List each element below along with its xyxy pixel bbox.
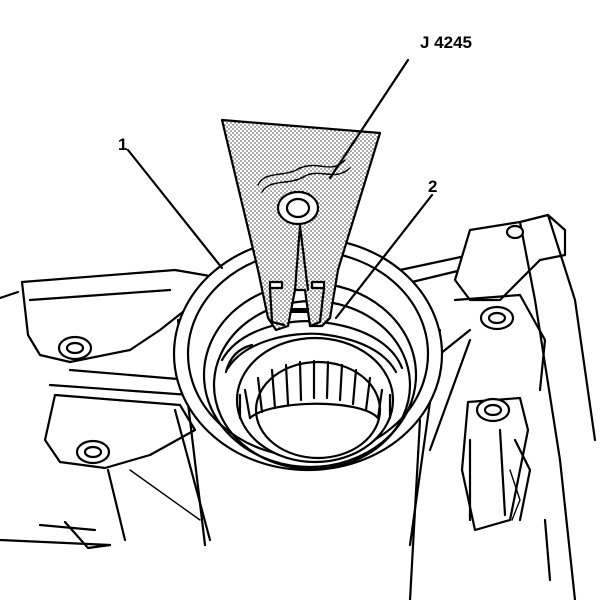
pliers-pivot <box>276 190 320 226</box>
right-lower-mount <box>460 396 530 532</box>
leader-part-1 <box>126 148 224 270</box>
housing-left <box>0 268 212 550</box>
leader-part-2 <box>334 193 434 320</box>
housing-right <box>398 213 597 600</box>
right-upper-arm <box>453 213 567 302</box>
label-tool: J 4245 <box>420 33 472 52</box>
callout-leaders <box>126 58 434 320</box>
pliers-tool <box>220 118 382 332</box>
splined-bore <box>235 336 395 464</box>
label-part-1: 1 <box>118 135 127 154</box>
leader-tool <box>328 58 410 180</box>
pliers-body <box>220 118 382 332</box>
label-part-2: 2 <box>428 177 437 196</box>
left-lower-mounting-boss <box>43 393 197 470</box>
